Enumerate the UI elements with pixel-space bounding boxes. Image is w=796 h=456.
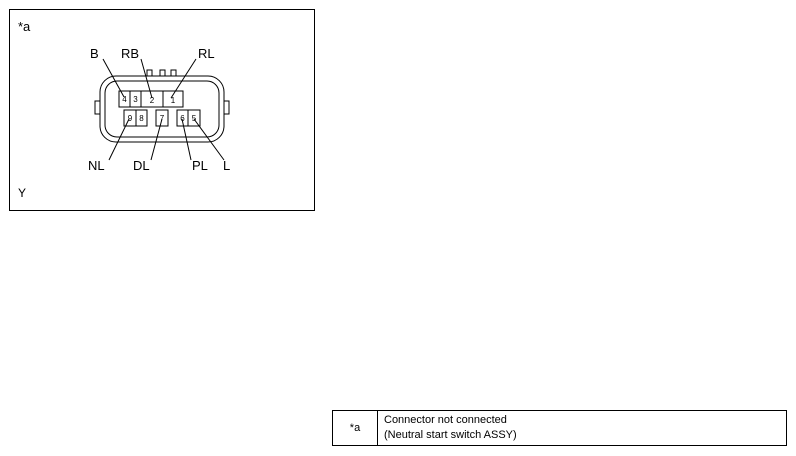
- pin-number-3: 3: [133, 95, 138, 104]
- pin-cell-5: [187, 109, 201, 127]
- pin-row-top: [118, 90, 184, 108]
- side-tab-left: [94, 100, 101, 115]
- side-tab-right: [223, 100, 230, 115]
- top-lock-mid: [159, 69, 166, 77]
- diagram-footer: Y: [18, 186, 27, 200]
- wire-label-DL: DL: [133, 158, 150, 173]
- pin-cell-7: [155, 109, 169, 127]
- leader-L: [193, 118, 225, 161]
- leader-lines: [102, 58, 225, 161]
- legend-line-1: Connector not connected: [384, 414, 507, 426]
- pin-number-8: 8: [139, 114, 144, 123]
- pin-number-7: 7: [160, 114, 165, 123]
- connector-diagram-panel: *a Y 4 3: [9, 9, 315, 211]
- wire-label-B: B: [90, 46, 99, 61]
- legend-key: *a: [332, 410, 378, 446]
- legend-line-2: (Neutral start switch ASSY): [384, 429, 517, 441]
- wire-label-NL: NL: [88, 158, 105, 173]
- pin-number-1: 1: [171, 96, 176, 105]
- wire-label-PL: PL: [192, 158, 208, 173]
- legend-table: *a Connector not connected (Neutral star…: [332, 410, 787, 446]
- diagram-tag: *a: [18, 19, 31, 34]
- pin-cell-8: [135, 109, 148, 127]
- legend-description: Connector not connected (Neutral start s…: [377, 410, 787, 446]
- wire-label-RB: RB: [121, 46, 139, 61]
- leader-DL: [150, 118, 163, 161]
- housing-outer: [99, 75, 225, 143]
- pin-number-6: 6: [180, 114, 185, 123]
- pin-number-4: 4: [122, 95, 127, 104]
- top-lock-left: [146, 69, 153, 77]
- pin-cell-1: [162, 90, 184, 108]
- wire-label-L: L: [223, 158, 230, 173]
- legend-row: *a Connector not connected (Neutral star…: [332, 410, 787, 446]
- pin-number-9: 9: [128, 114, 133, 123]
- top-lock-right: [170, 69, 177, 77]
- leader-PL: [181, 118, 192, 161]
- housing-inner: [104, 80, 220, 138]
- connector-drawing: 4 3 2 1 9 8 7 6 5 B RB RL NL DL PL: [88, 46, 230, 173]
- connector-housing: [94, 69, 230, 143]
- pin-number-2: 2: [150, 96, 155, 105]
- leader-RB: [140, 58, 153, 99]
- leader-RL: [170, 58, 197, 99]
- leader-NL: [108, 118, 130, 161]
- pin-row-bottom: [123, 109, 201, 127]
- wire-label-RL: RL: [198, 46, 215, 61]
- pin-number-5: 5: [192, 114, 197, 123]
- leader-B: [102, 58, 125, 98]
